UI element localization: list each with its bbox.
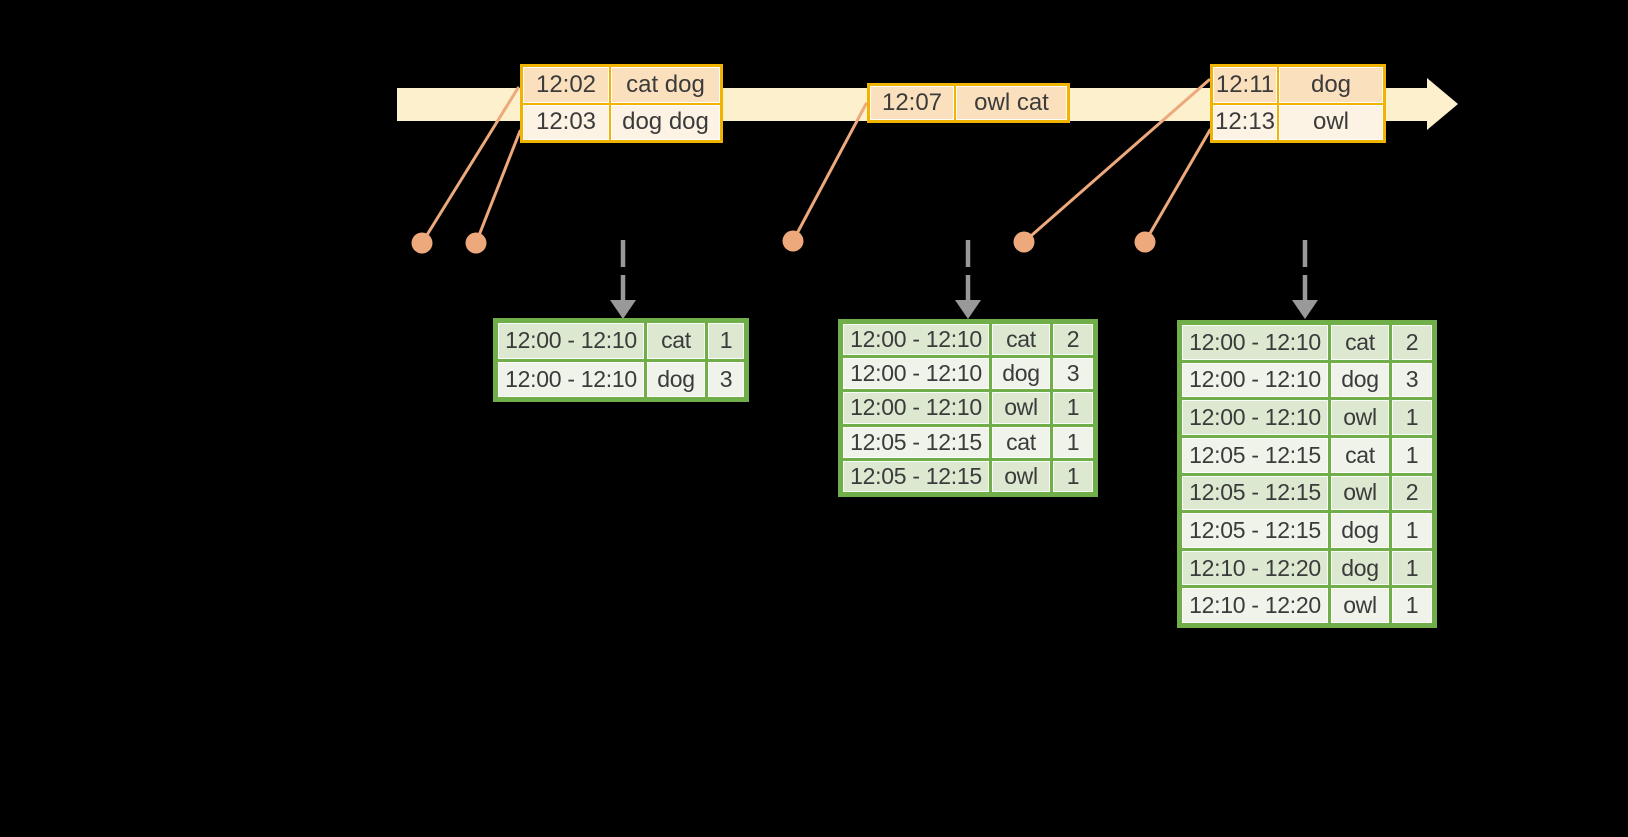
table-cell: 12:05 - 12:15 (1182, 475, 1328, 511)
event-connector-line (1022, 78, 1211, 244)
table-cell: owl (992, 460, 1050, 492)
table-cell: 2 (1392, 475, 1432, 511)
table-cell: dog (1331, 550, 1389, 586)
table-cell: 1 (1392, 550, 1432, 586)
table-cell: 12:05 - 12:15 (843, 460, 989, 492)
table-cell: 12:10 - 12:20 (1182, 588, 1328, 623)
table-cell: 12:00 - 12:10 (498, 361, 644, 397)
table-cell: cat (647, 323, 705, 359)
table-cell: 1 (1053, 426, 1093, 458)
table-cell: dog (992, 358, 1050, 390)
event-connector-line (420, 86, 520, 245)
table-cell: dog (647, 361, 705, 397)
event-dot (1134, 231, 1156, 253)
table-cell: 2 (1392, 325, 1432, 360)
table-cell: owl cat (956, 86, 1067, 120)
event-dot (411, 232, 433, 254)
table-cell: owl (1331, 588, 1389, 623)
table-cell: 12:00 - 12:10 (498, 323, 644, 359)
table-cell: 12:00 - 12:10 (1182, 362, 1328, 398)
table-cell: owl (1279, 104, 1383, 140)
table-cell: dog dog (611, 104, 720, 140)
table-cell: 12:00 - 12:10 (843, 392, 989, 424)
table-cell: owl (992, 392, 1050, 424)
table-cell: 12:11 (1213, 67, 1277, 103)
table-cell: 12:02 (523, 67, 609, 103)
table-cell: dog (1279, 67, 1383, 103)
event-connector-line (1143, 128, 1212, 244)
table-cell: 12:13 (1213, 104, 1277, 140)
table-cell: 1 (1392, 437, 1432, 473)
table-cell: dog (1331, 362, 1389, 398)
table-cell: 12:00 - 12:10 (1182, 400, 1328, 435)
event-connector-line (791, 102, 868, 243)
table-cell: 1 (708, 323, 744, 359)
table-cell: 1 (1392, 400, 1432, 435)
table-cell: cat dog (611, 67, 720, 103)
trigger-arrowhead (1292, 300, 1318, 319)
table-cell: owl (1331, 475, 1389, 511)
event-dot (782, 230, 804, 252)
table-cell: 12:10 - 12:20 (1182, 550, 1328, 586)
table-cell: 1 (1053, 460, 1093, 492)
table-cell: 3 (1053, 358, 1093, 390)
trigger-arrowhead (955, 300, 981, 319)
table-cell: cat (1331, 437, 1389, 473)
table-cell: 12:00 - 12:10 (843, 358, 989, 390)
table-cell: cat (1331, 325, 1389, 360)
table-cell: 3 (708, 361, 744, 397)
table-cell: cat (992, 426, 1050, 458)
trigger-arrowhead (610, 300, 636, 319)
table-cell: 12:05 - 12:15 (843, 426, 989, 458)
table-cell: 2 (1053, 324, 1093, 356)
table-cell: 12:05 - 12:15 (1182, 437, 1328, 473)
event-dot (1013, 231, 1035, 253)
table-cell: 1 (1392, 588, 1432, 623)
table-cell: 12:03 (523, 104, 609, 140)
table-cell: cat (992, 324, 1050, 356)
event-connector-line (474, 129, 522, 245)
table-cell: dog (1331, 513, 1389, 548)
table-cell: 12:07 (870, 86, 954, 120)
event-dot (465, 232, 487, 254)
table-cell: 1 (1053, 392, 1093, 424)
table-cell: 12:00 - 12:10 (843, 324, 989, 356)
table-cell: 1 (1392, 513, 1432, 548)
table-cell: 12:05 - 12:15 (1182, 513, 1328, 548)
table-cell: owl (1331, 400, 1389, 435)
table-cell: 3 (1392, 362, 1432, 398)
table-cell: 12:00 - 12:10 (1182, 325, 1328, 360)
